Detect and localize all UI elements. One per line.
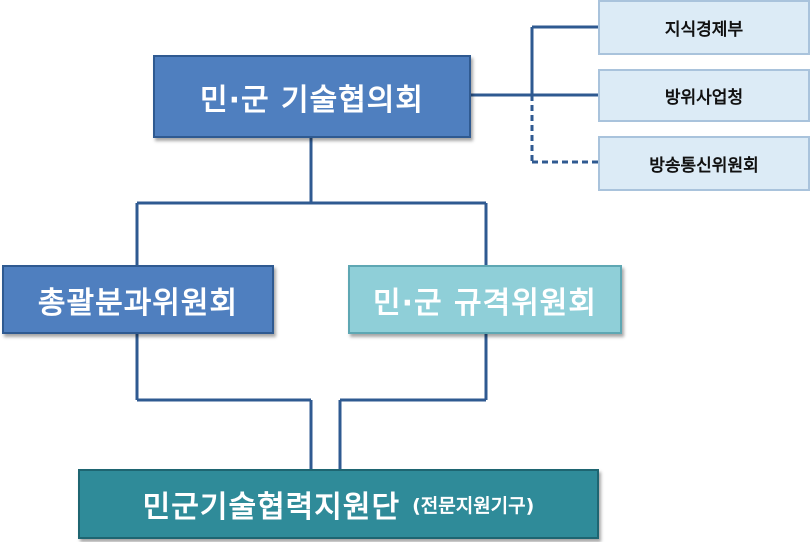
defense-acquisition-box: 방위사업청 bbox=[598, 69, 810, 122]
general-subcommittee-box: 총괄분과위원회 bbox=[2, 265, 274, 334]
broadcasting-commission-label: 방송통신위원회 bbox=[649, 156, 759, 176]
standards-committee-label: 민·군 규격위원회 bbox=[372, 285, 598, 321]
broadcasting-commission-box: 방송통신위원회 bbox=[598, 136, 810, 191]
defense-acquisition-label: 방위사업청 bbox=[664, 88, 744, 108]
ministry-knowledge-economy-box: 지식경제부 bbox=[598, 0, 810, 55]
support-group-box: 민군기술협력지원단 (전문지원기구) bbox=[78, 469, 599, 539]
council-label: 민·군 기술협의회 bbox=[199, 82, 425, 118]
ministry-knowledge-economy-label: 지식경제부 bbox=[664, 20, 744, 40]
general-subcommittee-label: 총괄분과위원회 bbox=[37, 285, 239, 321]
council-box: 민·군 기술협의회 bbox=[153, 55, 471, 138]
support-group-label: 민군기술협력지원단 bbox=[142, 490, 401, 525]
standards-committee-box: 민·군 규격위원회 bbox=[348, 265, 622, 334]
support-group-note: (전문지원기구) bbox=[412, 494, 535, 517]
